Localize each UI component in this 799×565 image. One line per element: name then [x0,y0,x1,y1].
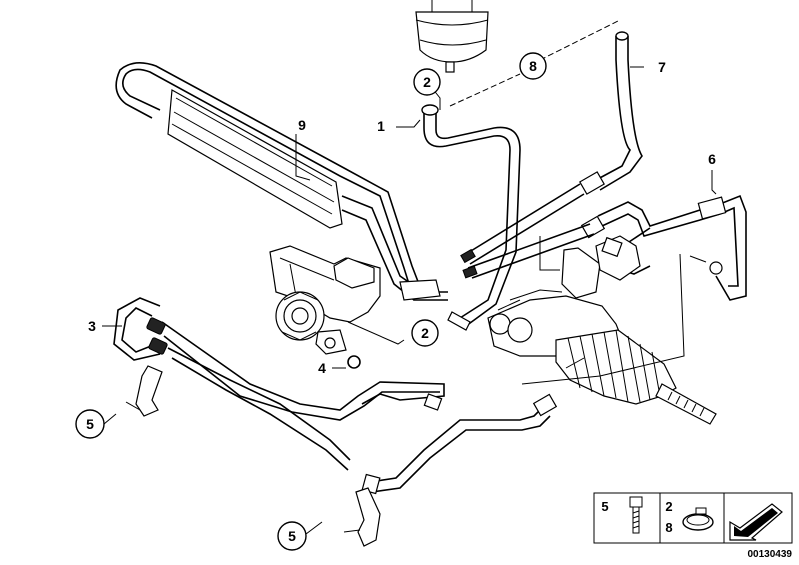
bolt-icon [629,496,643,534]
return-hose [421,104,521,331]
alignment-lines [347,236,723,385]
callout-1: 1 [377,118,385,134]
power-steering-pump [269,245,381,355]
legend-cell2-bottom-number: 8 [665,520,672,535]
callout-5-upper-label: 5 [86,416,94,432]
steering-rack [487,235,717,425]
hose-clamp-4 [347,355,361,369]
callout-2-top: 2 [413,68,441,96]
rack-connection-lines [460,183,595,279]
callout-7: 7 [658,59,666,75]
cooling-loop [115,62,448,301]
bracket-upper [125,365,163,417]
callout-9: 9 [298,117,306,133]
supply-hose-7 [579,31,643,195]
callout-4: 4 [318,360,326,376]
fluid-reservoir [415,0,489,73]
callout-2-top-label: 2 [423,74,431,90]
callout-8: 8 [519,52,547,80]
legend-cell1-number: 5 [601,499,608,514]
bracket-lower [343,487,381,547]
document-number: 00130439 [748,549,793,560]
callout-5-upper: 5 [75,409,105,439]
callout-6: 6 [708,151,716,167]
pressure-line [361,393,558,495]
suction-hose-3 [113,297,445,471]
arrow-icon [729,503,783,541]
callout-5-lower-label: 5 [288,528,296,544]
legend-cell2-top-number: 2 [665,499,672,514]
callout-2-mid-label: 2 [421,325,429,341]
callout-5-lower: 5 [277,521,307,551]
hose-clamp-icon [682,507,714,531]
parts-legend: 5 2 8 [593,492,793,544]
callout-2-mid: 2 [411,319,439,347]
callout-8-label: 8 [529,58,537,74]
callout-3: 3 [88,318,96,334]
